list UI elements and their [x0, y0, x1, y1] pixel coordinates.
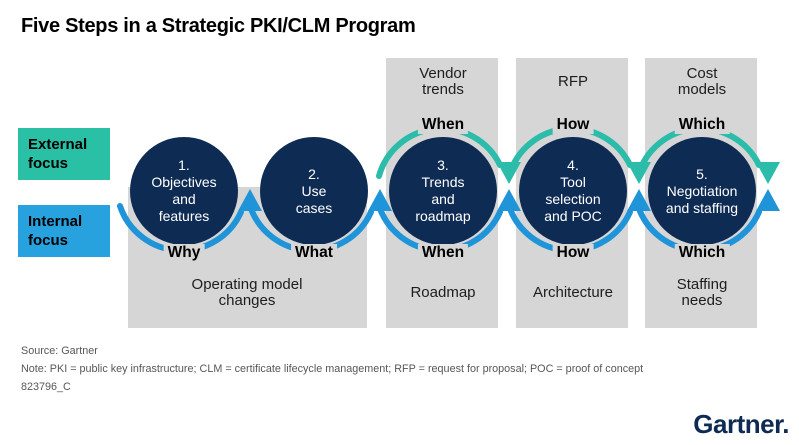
step-circle-1: 1. Objectives and features — [130, 137, 238, 245]
step-circle-3: 3. Trends and roadmap — [389, 137, 497, 245]
note-line: Note: PKI = public key infrastructure; C… — [21, 363, 644, 375]
note-roadmap: Roadmap — [410, 283, 476, 301]
figure-title: Five Steps in a Strategic PKI/CLM Progra… — [21, 15, 416, 37]
question-above-step-4: How — [552, 116, 594, 134]
question-below-step-4: How — [552, 244, 594, 262]
question-below-step-5: Which — [674, 244, 730, 262]
question-below-step-1: Why — [163, 244, 205, 262]
question-below-step-2: What — [291, 244, 337, 262]
external-focus-badge: External focus — [18, 128, 110, 180]
note-rfp: RFP — [558, 72, 588, 90]
question-above-step-5: Which — [674, 116, 730, 134]
step-circle-5: 5. Negotiation and staffing — [648, 137, 756, 245]
document-id: 823796_C — [21, 381, 71, 393]
gartner-logo: Gartner. — [693, 409, 789, 439]
note-cost-models: Cost models — [677, 64, 727, 98]
internal-focus-badge: Internal focus — [18, 205, 110, 257]
step-circle-4: 4. Tool selection and POC — [519, 137, 627, 245]
note-architecture: Architecture — [532, 283, 614, 301]
question-above-step-3: When — [417, 116, 469, 134]
source-line: Source: Gartner — [21, 345, 98, 357]
note-operating-model-changes: Operating model changes — [191, 275, 303, 309]
step-circle-2: 2. Use cases — [260, 137, 368, 245]
note-vendor-trends: Vendor trends — [419, 64, 467, 98]
question-below-step-3: When — [417, 244, 469, 262]
note-staffing-needs: Staffing needs — [676, 275, 728, 309]
